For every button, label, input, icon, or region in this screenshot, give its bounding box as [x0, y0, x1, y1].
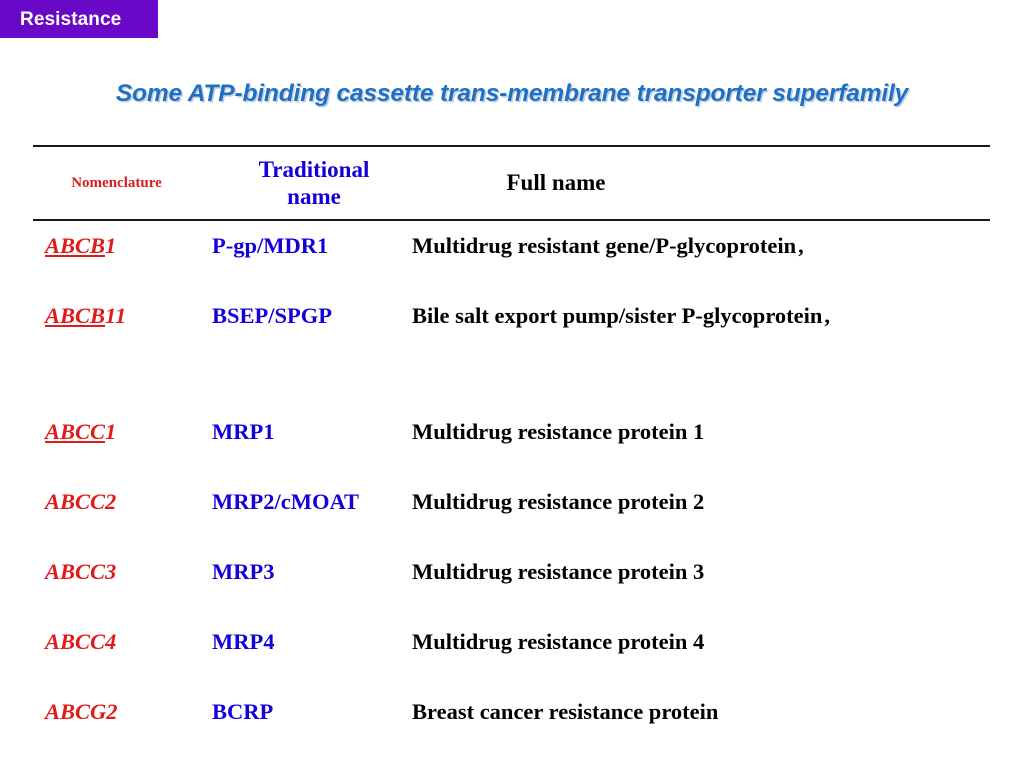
table-header-row: Nomenclature Traditional name Full name [33, 147, 990, 219]
full-name-trailing-comma: , [798, 233, 804, 258]
nomenclature-plain-part: 1 [105, 233, 117, 258]
full-name-trailing-comma: , [824, 303, 831, 328]
cell-nomenclature: ABCB11 [33, 303, 212, 329]
full-name-text: Bile salt export pump/sister P-glycoprot… [412, 303, 823, 328]
nomenclature-plain-part: 1 [105, 419, 117, 444]
table-row: ABCC4 MRP4 Multidrug resistance protein 4 [33, 629, 990, 699]
section-badge: Resistance [0, 0, 158, 38]
full-name-text: Breast cancer resistance protein [412, 699, 719, 724]
cell-traditional-name: BCRP [212, 699, 274, 724]
cell-nomenclature: ABCC4 [45, 629, 117, 654]
cell-nomenclature: ABCB1 [33, 233, 212, 259]
full-name-text: Multidrug resistance protein 3 [412, 559, 705, 584]
cell-full-name: Multidrug resistant gene/P-glycoprotein, [412, 233, 990, 259]
cell-traditional-name: MRP1 [212, 419, 275, 444]
cell-full-name: Multidrug resistance protein 3 [412, 559, 990, 585]
nomenclature-underlined-part: ABCB [45, 233, 106, 258]
cell-full-name: Multidrug resistance protein 2 [412, 489, 990, 515]
cell-full-name: Bile salt export pump/sister P-glycoprot… [412, 303, 990, 329]
cell-nomenclature: ABCC1 [33, 419, 212, 445]
cell-traditional-name: MRP4 [212, 629, 275, 654]
table-header-rule [33, 219, 990, 221]
column-header-traditional-name: Traditional name [214, 156, 414, 210]
cell-full-name: Multidrug resistance protein 1 [412, 419, 990, 445]
full-name-text: Multidrug resistant gene/P-glycoprotein [412, 233, 797, 258]
cell-traditional-name: BSEP/SPGP [212, 303, 333, 328]
cell-full-name: Breast cancer resistance protein [412, 699, 990, 725]
nomenclature-table: Nomenclature Traditional name Full name … [33, 145, 990, 769]
table-top-rule [33, 145, 990, 147]
cell-nomenclature: ABCG2 [45, 699, 118, 724]
table-row: ABCG2 BCRP Breast cancer resistance protei… [33, 699, 990, 769]
page-title: Some ATP-binding cassette trans-membrane… [115, 80, 909, 107]
nomenclature-underlined-part: ABCB [45, 303, 106, 328]
column-header-traditional-name-line2: name [287, 184, 341, 209]
full-name-text: Multidrug resistance protein 4 [412, 629, 705, 654]
table-row: ABCC2 MRP2/cMOAT Multidrug resistance prot… [33, 489, 990, 559]
cell-full-name: Multidrug resistance protein 4 [412, 629, 990, 655]
nomenclature-underlined-part: ABCC [45, 419, 106, 444]
table-row: ABCC3 MRP3 Multidrug resistance protein 3 [33, 559, 990, 629]
full-name-text: Multidrug resistance protein 1 [412, 419, 705, 444]
cell-nomenclature: ABCC3 [45, 559, 117, 584]
cell-traditional-name: MRP3 [212, 559, 275, 584]
nomenclature-plain-part: 11 [105, 303, 127, 328]
cell-traditional-name: MRP2/cMOAT [212, 489, 360, 514]
full-name-text: Multidrug resistance protein 2 [412, 489, 705, 514]
cell-nomenclature: ABCC2 [45, 489, 117, 514]
cell-traditional-name: P-gp/MDR1 [212, 233, 329, 258]
column-header-full-name: Full name [506, 170, 606, 195]
section-badge-label: Resistance [20, 8, 122, 30]
column-header-nomenclature: Nomenclature [71, 174, 162, 191]
column-header-traditional-name-line1: Traditional [258, 156, 370, 182]
